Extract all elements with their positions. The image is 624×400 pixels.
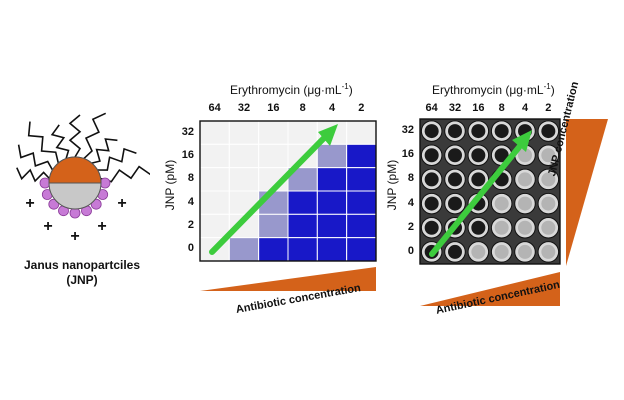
heatmap-y-tick: 0	[187, 242, 194, 255]
plate-y-tick: 8	[407, 172, 414, 185]
heatmap-x-title-sup: -1	[341, 82, 349, 91]
heatmap-x-tick: 32	[237, 102, 251, 114]
plus-charge: +	[97, 218, 106, 235]
well-content	[518, 148, 532, 163]
ligand-chain	[16, 167, 50, 183]
ligand-chain	[91, 138, 118, 164]
plate-y-tick: 0	[407, 244, 414, 257]
plus-charge: +	[117, 195, 126, 212]
ligand-chain	[50, 124, 70, 159]
heatmap-x-title-close: )	[348, 83, 353, 97]
particle-cap	[48, 156, 102, 184]
plate-x-tick: 8	[498, 102, 505, 114]
plate-x-tick: 2	[545, 102, 552, 114]
well-content	[448, 172, 462, 187]
well-content	[424, 148, 439, 163]
nanoparticle-abbrev: (JNP)	[66, 273, 98, 287]
heatmap-y-tick: 2	[187, 219, 194, 231]
heatmap-x-title-text: Erythromycin (μg·mL	[230, 83, 342, 97]
ligand-chain	[68, 114, 82, 158]
trend-arrow-shaft	[209, 133, 329, 255]
well-content	[518, 244, 532, 259]
plus-charge: +	[70, 228, 79, 245]
ligand-chain	[27, 121, 60, 164]
heatmap-y-tick: 8	[187, 172, 194, 185]
ligand-chain	[97, 147, 137, 171]
trend-arrow-head	[318, 124, 338, 146]
well-content	[424, 196, 439, 211]
heatmap-y-tick: 4	[187, 195, 194, 208]
ligand-chain	[83, 112, 107, 160]
plus-charge: +	[25, 195, 34, 212]
heatmap-frame	[199, 120, 377, 262]
well-content	[494, 124, 509, 139]
well-content	[471, 220, 486, 235]
well-content	[448, 124, 462, 139]
positive-charges: + + + + +	[25, 195, 126, 245]
heatmap-y-tick: 32	[181, 125, 194, 138]
well-content	[541, 244, 556, 259]
plate-x-tick: 4	[521, 102, 529, 114]
nanoparticle-caption: Janus nanopartciles (JNP)	[12, 258, 152, 288]
nanoparticle-name: Janus nanopartciles	[23, 258, 141, 272]
plate-x-tick: 64	[425, 102, 438, 114]
well-content	[494, 196, 509, 211]
heatmap-x-tick: 2	[358, 102, 365, 114]
charged-beads	[39, 177, 111, 219]
plate-y-tick: 32	[401, 124, 414, 137]
well-content	[471, 172, 486, 187]
ligand-chain	[17, 144, 54, 171]
well-content	[471, 124, 486, 139]
antibiotic-wedge	[200, 267, 376, 291]
well-content	[541, 124, 556, 139]
well-content	[424, 124, 439, 139]
plate-x-title-sup: -1	[543, 82, 551, 91]
heatmap-x-tick: 16	[267, 102, 280, 114]
plate-y-tick: 2	[407, 220, 414, 233]
trend-arrow-head	[512, 130, 532, 152]
well-content	[518, 196, 532, 211]
well-content	[494, 244, 509, 259]
well-content	[471, 148, 486, 163]
trend-arrow-shaft	[429, 143, 523, 257]
well-content	[424, 172, 439, 187]
plate-x-title-text: Erythromycin (μg·mL	[432, 83, 544, 97]
ligand-chains	[16, 112, 150, 183]
well-content	[424, 220, 439, 235]
well-content	[541, 172, 556, 187]
heatmap-x-tick: 4	[328, 102, 336, 114]
well-content	[494, 148, 509, 163]
well-content	[494, 220, 509, 235]
antibiotic-wedge	[420, 272, 560, 306]
plus-charge: +	[43, 218, 52, 235]
heatmap-y-tick: 16	[181, 149, 194, 161]
well-content	[448, 196, 462, 211]
well-content	[541, 196, 556, 211]
plate-x-title-close: )	[550, 83, 555, 97]
heatmap-x-title: Erythromycin (μg·mL-1)	[230, 82, 353, 97]
well-content	[518, 220, 532, 235]
plate-y-tick: 16	[401, 148, 414, 161]
plate-y-tick: 4	[407, 196, 414, 209]
well-content	[448, 244, 462, 259]
plate-x-tick: 16	[472, 102, 485, 114]
well-content	[541, 148, 556, 163]
well-content	[541, 220, 556, 235]
well-content	[448, 148, 462, 163]
heatmap-x-tick: 8	[299, 102, 306, 114]
plate-x-title: Erythromycin (μg·mL-1)	[432, 82, 555, 97]
well-content	[471, 244, 486, 259]
heatmap-x-tick: 64	[208, 102, 221, 114]
well-content	[518, 172, 532, 187]
jnp-wedge	[566, 119, 608, 266]
janus-nanoparticle-illustration: + + + + +	[16, 112, 150, 245]
plate-x-tick: 32	[448, 102, 462, 114]
